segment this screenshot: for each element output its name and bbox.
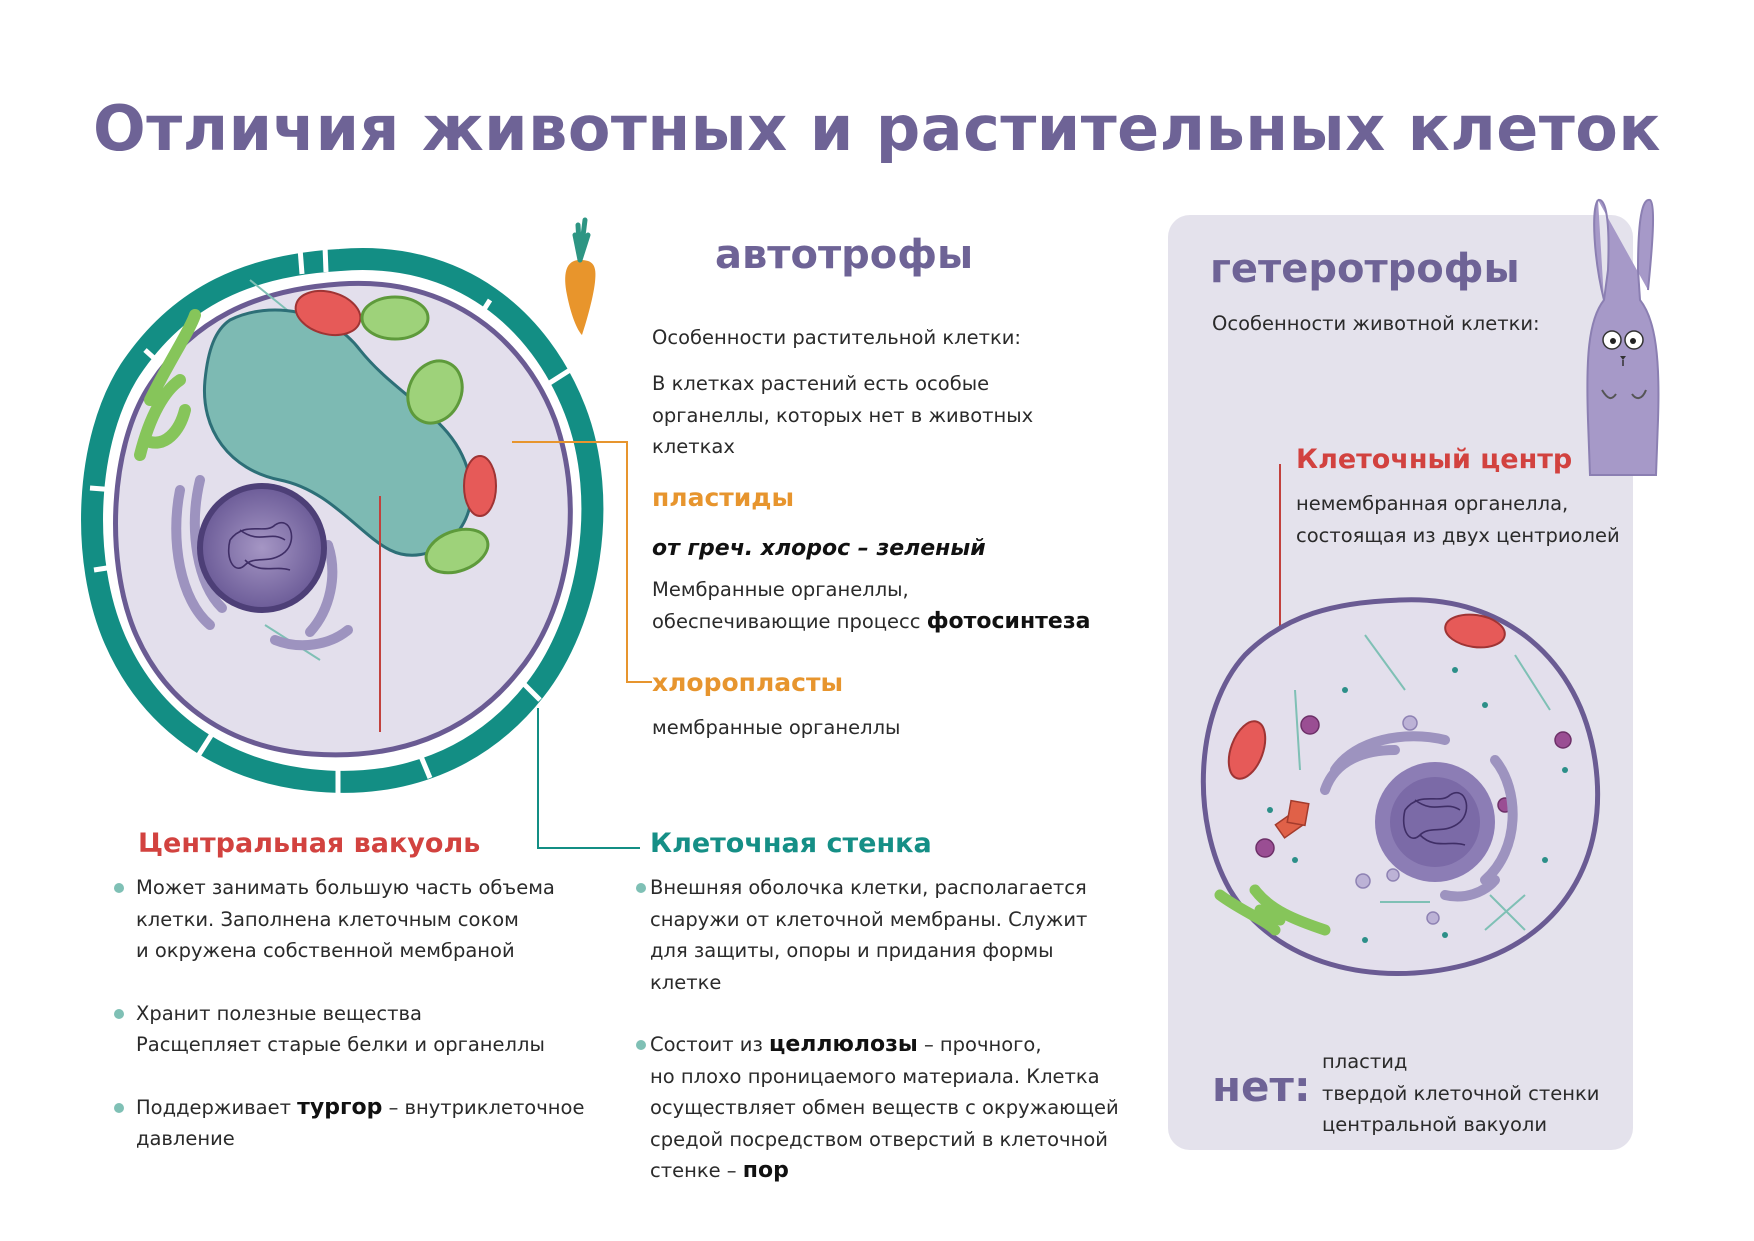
vacuole-b2-line: Хранит полезные вещества <box>136 1001 422 1025</box>
pores-prefix: стенке – <box>650 1159 743 1182</box>
animal-heading: гетеротрофы <box>1210 246 1520 292</box>
centrosome-label: Клеточный центр <box>1296 444 1573 475</box>
centrosome-desc-line: состоящая из двух центриолей <box>1296 523 1620 547</box>
chloroplasts-label: хлоропласты <box>652 668 844 697</box>
vacuole-b1-line: и окружена собственной мембраной <box>136 939 515 962</box>
plastids-label: пластиды <box>652 483 795 512</box>
bullet-dot <box>114 1008 124 1019</box>
animal-cell-illustration <box>1200 464 1601 977</box>
plastids-desc-line2: обеспечивающие процесс фотосинтеза <box>652 606 1090 638</box>
plastids-desc-prefix: обеспечивающие процесс <box>652 609 927 633</box>
intro-line: органеллы, которых нет в животных <box>652 403 1034 427</box>
animal-er-green <box>1214 884 1331 936</box>
plant-chloroplast <box>360 295 430 341</box>
wall-bullet2: Состоит из целлюлозы – прочного, но плох… <box>636 1029 1130 1187</box>
plant-chloroplast <box>424 527 490 575</box>
wall-label: Клеточная стенка <box>650 828 932 859</box>
wall-b1-line: для защиты, опоры и придания формы клетк… <box>650 939 1054 994</box>
chloroplasts-desc: мембранные органеллы <box>652 716 901 739</box>
cellulose-suffix: – прочного, <box>917 1033 1042 1056</box>
wall-b2-line: но плохо проницаемого материала. Клетка <box>650 1064 1100 1088</box>
absent-item: пластид <box>1322 1050 1408 1073</box>
plant-central-vacuole <box>202 308 473 557</box>
animal-mitochondrion <box>1227 720 1267 780</box>
animal-mitochondrion <box>1444 613 1506 649</box>
turgor-prefix: Поддерживает <box>136 1095 298 1119</box>
photosynthesis-term: фотосинтеза <box>926 608 1091 634</box>
absent-list: пластид твердой клеточной стенки централ… <box>1322 1046 1599 1141</box>
centrosome-desc: немембранная органелла, состоящая из дву… <box>1296 488 1620 551</box>
plastids-desc: Мембранные органеллы, обеспечивающие про… <box>652 574 1090 637</box>
bullet-dot <box>636 1040 646 1050</box>
wall-b2-line: средой посредством отверстий в клеточной <box>650 1127 1108 1151</box>
intro-line: В клетках растений есть особые <box>652 372 990 395</box>
intro-line: клетках <box>652 435 735 458</box>
cellulose-prefix: Состоит из <box>650 1033 770 1056</box>
plastids-etymology: от греч. хлорос – зеленый <box>652 536 986 561</box>
vacuole-bullet2: Хранит полезные вещества Расщепляет стар… <box>114 998 606 1061</box>
vacuole-b3-line2: давление <box>136 1127 235 1150</box>
turgor-suffix: – внутриклеточное <box>382 1095 585 1119</box>
wall-b1-line: снаружи от клеточной мембраны. Служит <box>650 907 1088 931</box>
absent-item: центральной вакуоли <box>1322 1113 1548 1136</box>
absent-label: нет: <box>1212 1062 1311 1111</box>
plant-intro: В клетках растений есть особые органеллы… <box>652 368 1033 463</box>
carrot-icon <box>565 217 596 335</box>
plant-heading: автотрофы <box>715 232 974 278</box>
page-title: Отличия животных и растительных клеток <box>93 92 1661 165</box>
vacuole-b1-line: Может занимать большую часть объема <box>136 876 555 899</box>
absent-item: твердой клеточной стенки <box>1322 1081 1600 1105</box>
wall-bullets: Внешняя оболочка клетки, располагается с… <box>636 872 1130 1187</box>
pores-term: пор <box>742 1158 789 1183</box>
plant-mitochondrion <box>463 455 497 517</box>
turgor-term: тургор <box>297 1094 383 1120</box>
centrosome-desc-line: немембранная органелла, <box>1296 492 1569 515</box>
bullet-dot <box>636 883 646 893</box>
vacuole-bullet3: Поддерживает тургор – внутриклеточное да… <box>114 1092 606 1155</box>
vacuole-bullets: Может занимать большую часть объема клет… <box>114 872 606 1155</box>
bullet-dot <box>114 1102 124 1113</box>
plant-cell-illustration <box>81 245 604 796</box>
vacuole-b1-line: клетки. Заполнена клеточным соком <box>136 907 519 931</box>
vacuole-b2-line: Расщепляет старые белки и органеллы <box>136 1033 545 1056</box>
plant-nucleus <box>197 483 327 613</box>
animal-subtitle: Особенности животной клетки: <box>1212 312 1540 335</box>
vacuole-label: Центральная вакуоль <box>138 828 481 859</box>
wall-b2-line: осуществляет обмен веществ с окружающей <box>650 1096 1119 1119</box>
wall-b1-line: Внешняя оболочка клетки, располагается <box>650 876 1087 899</box>
plant-er-green <box>134 309 201 461</box>
bullet-dot <box>114 883 124 893</box>
plastids-desc-line1: Мембранные органеллы, <box>652 578 909 601</box>
plant-mitochondrion <box>294 289 362 337</box>
animal-er <box>1320 731 1518 902</box>
plant-subtitle: Особенности растительной клетки: <box>652 326 1021 349</box>
centrosome <box>1274 799 1310 839</box>
plant-chloroplast <box>406 359 464 425</box>
rabbit-icon <box>1586 198 1660 476</box>
cellulose-term: целлюлозы <box>769 1032 918 1057</box>
